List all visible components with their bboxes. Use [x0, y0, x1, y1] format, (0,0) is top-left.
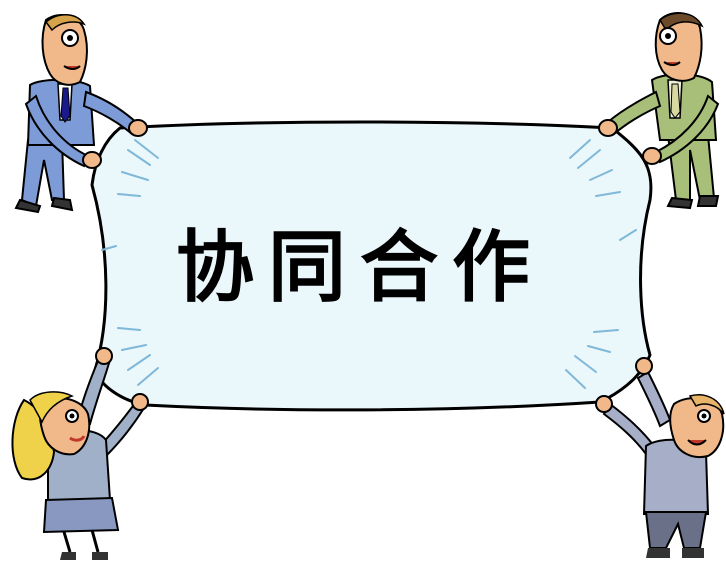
- banner: 协同合作: [90, 120, 653, 412]
- man-bottom-right: [595, 357, 725, 558]
- man-top-right: [598, 12, 720, 210]
- man-top-left: [14, 14, 148, 214]
- banner-ripples: [101, 139, 637, 389]
- woman-bottom-left: [11, 347, 149, 560]
- banner-title: 协同合作: [176, 222, 544, 313]
